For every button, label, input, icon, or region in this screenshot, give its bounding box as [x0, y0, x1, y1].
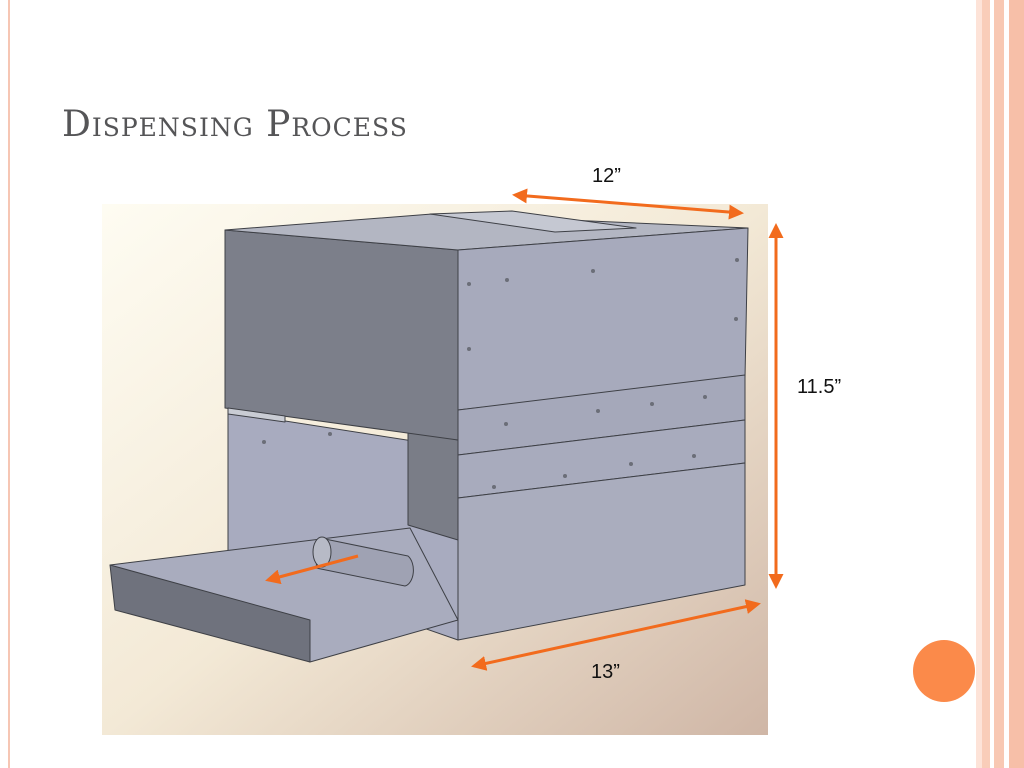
right-decorative-band [994, 0, 1004, 768]
right-decorative-band [1004, 0, 1009, 768]
roller [312, 536, 414, 587]
depth-label: 13” [591, 661, 620, 683]
left-upper-wall [224, 229, 459, 441]
dispenser-render [109, 210, 749, 663]
tray-lip [109, 564, 311, 663]
right-decorative-band [976, 0, 982, 768]
height-label: 11.5” [797, 376, 841, 398]
axle-rod [227, 407, 286, 423]
right-decorative-band [1009, 0, 1024, 768]
accent-circle [913, 640, 975, 702]
depth-arrow [471, 599, 761, 671]
dimension-arrows [265, 188, 784, 671]
left-decorative-rule [8, 0, 10, 768]
front-lower-panel [457, 462, 746, 641]
inner-back-panel [407, 429, 459, 541]
right-decorative-band [982, 0, 990, 768]
slide-title: Dispensing Process [62, 104, 408, 145]
dispense-direction-arrow [265, 554, 359, 585]
width-label: 12” [592, 165, 621, 187]
top-vent [429, 210, 637, 233]
right-decorative-band [990, 0, 994, 768]
width-arrow [512, 188, 744, 220]
screw-dots [262, 258, 739, 489]
